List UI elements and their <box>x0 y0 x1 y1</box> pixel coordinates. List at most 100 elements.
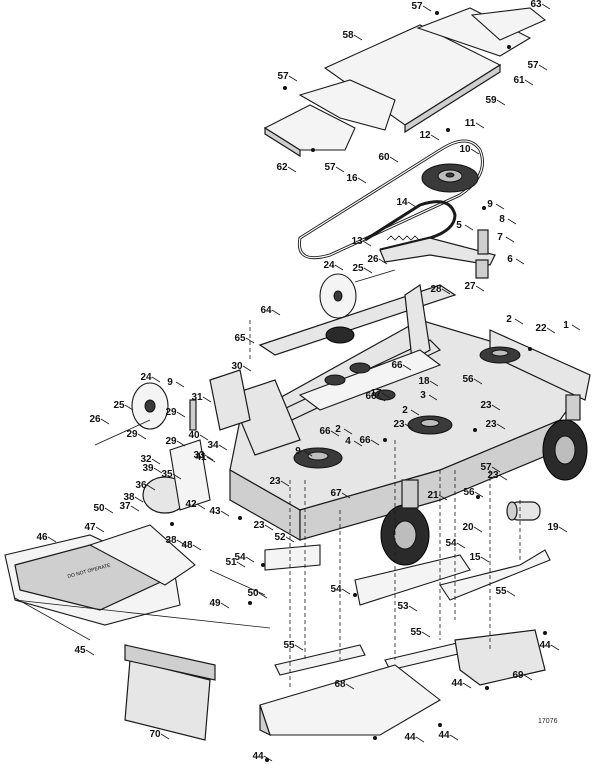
callout-25: 25 <box>113 400 125 411</box>
leader-27 <box>475 285 485 292</box>
axle-25-upper <box>354 269 396 283</box>
callout-70: 70 <box>149 729 161 740</box>
leader-54 <box>456 542 466 549</box>
leader-9 <box>303 450 313 457</box>
hardware-fasteners <box>170 11 547 762</box>
callout-23: 23 <box>487 470 499 481</box>
callout-5: 5 <box>456 220 462 231</box>
leader-45 <box>85 649 95 656</box>
leader-3 <box>428 394 438 401</box>
callout-56: 56 <box>462 374 474 385</box>
deck-rear-shield <box>489 329 591 401</box>
callout-66: 66 <box>391 360 403 371</box>
leader-61 <box>524 79 534 86</box>
leader-16 <box>357 177 367 184</box>
callout-35: 35 <box>161 469 173 480</box>
callout-44: 44 <box>404 732 416 743</box>
leader-28 <box>441 288 451 295</box>
leader-54 <box>245 556 255 563</box>
deck-frame <box>229 283 457 456</box>
callout-6: 6 <box>507 254 513 265</box>
leader-43 <box>220 510 230 517</box>
callout-55: 55 <box>410 627 422 638</box>
leader-25 <box>363 267 373 274</box>
leader-2 <box>410 409 420 416</box>
callout-50: 50 <box>93 503 105 514</box>
deck-wheel-24-lower <box>94 382 169 446</box>
callout-16: 16 <box>346 173 358 184</box>
leader-23 <box>498 474 508 481</box>
callout-23: 23 <box>480 400 492 411</box>
callout-13: 13 <box>351 236 363 247</box>
leader-13 <box>362 240 372 247</box>
callout-49: 49 <box>209 598 221 609</box>
discharge-chute-assembly: DO NOT OPERATE <box>4 524 271 641</box>
leader-2 <box>514 318 524 325</box>
callout-52: 52 <box>274 532 286 543</box>
callout-66: 66 <box>319 426 331 437</box>
callout-54: 54 <box>234 552 246 563</box>
leader-15 <box>480 556 490 563</box>
chute-plate-47 <box>88 524 196 586</box>
height-adjust-assembly <box>142 369 251 514</box>
leader-19 <box>558 526 568 533</box>
callout-66: 66 <box>365 391 377 402</box>
leader-60 <box>389 156 399 163</box>
leader-38 <box>176 539 186 546</box>
callout-41: 41 <box>195 452 207 463</box>
leader-56 <box>473 378 483 385</box>
assembly-guide-lines <box>249 320 521 690</box>
leader-67 <box>341 492 351 499</box>
callout-47: 47 <box>84 522 96 533</box>
spring-14 <box>386 235 420 241</box>
leader-30 <box>242 365 252 372</box>
leader-23 <box>404 423 414 430</box>
callout-4: 4 <box>345 436 351 447</box>
leader-25 <box>124 404 134 411</box>
callout-32: 32 <box>140 454 152 465</box>
callout-54: 54 <box>330 584 342 595</box>
leader-55 <box>421 631 431 638</box>
leader-58 <box>353 34 363 41</box>
callout-2: 2 <box>402 405 408 416</box>
callout-45: 45 <box>74 645 86 656</box>
callout-58: 58 <box>342 30 354 41</box>
callout-2: 2 <box>335 424 341 435</box>
baffle-55-right <box>439 549 551 601</box>
callout-38: 38 <box>123 492 135 503</box>
callout-10: 10 <box>459 144 471 155</box>
leader-48 <box>192 544 202 551</box>
baffle-69 <box>454 629 546 686</box>
leader-23 <box>280 480 290 487</box>
leader-65 <box>245 337 255 344</box>
callout-50: 50 <box>247 588 259 599</box>
leader-37 <box>130 505 140 512</box>
leader-50 <box>258 592 268 599</box>
callout-2: 2 <box>506 314 512 325</box>
leader-68 <box>345 683 355 690</box>
callout-57: 57 <box>527 60 539 71</box>
leader-11 <box>475 122 485 129</box>
leader-7 <box>505 236 515 243</box>
leader-36 <box>146 484 156 491</box>
leader-42 <box>196 503 206 510</box>
callout-27: 27 <box>464 281 476 292</box>
callout-62: 62 <box>276 162 288 173</box>
leader-26 <box>378 258 388 265</box>
leader-18 <box>429 380 439 387</box>
idler-arm-5 <box>379 229 496 279</box>
leader-57 <box>491 466 501 473</box>
callout-44: 44 <box>451 678 463 689</box>
callout-59: 59 <box>485 95 497 106</box>
leader-10 <box>470 148 480 155</box>
callout-29: 29 <box>126 429 138 440</box>
callout-leaders <box>47 3 581 762</box>
leader-33 <box>204 454 214 461</box>
callout-37: 37 <box>119 501 131 512</box>
callout-23: 23 <box>393 419 405 430</box>
leader-57 <box>288 75 298 82</box>
leader-20 <box>473 526 483 533</box>
leader-44 <box>263 755 273 762</box>
leader-66 <box>402 364 412 371</box>
